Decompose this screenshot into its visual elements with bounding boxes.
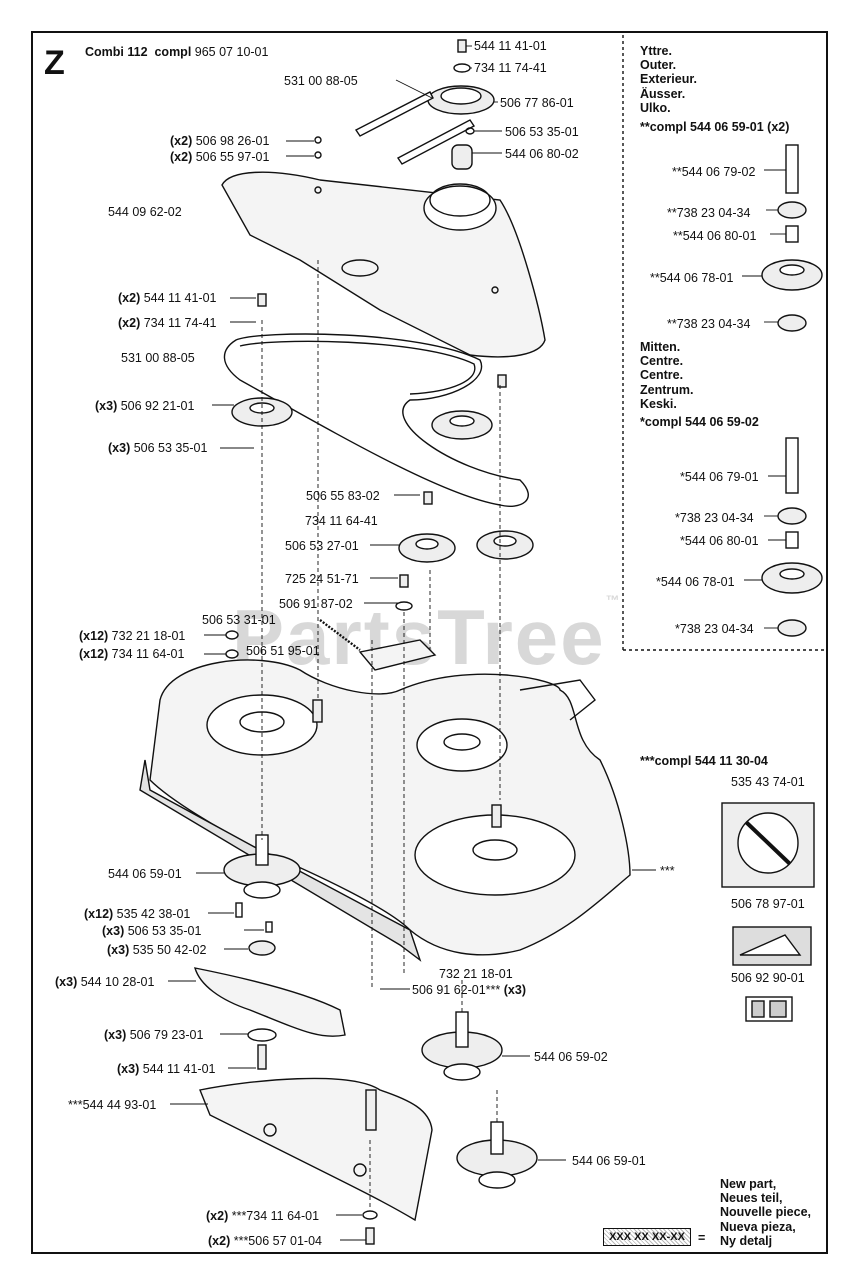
part-label: 531 00 88-05: [121, 351, 195, 365]
part-label: (x3) 506 53 35-01: [108, 441, 208, 455]
new-part-box: XXX XX XX-XX: [603, 1228, 691, 1246]
part-label: (x3) 506 53 35-01: [102, 924, 202, 938]
part-label: 725 24 51-71: [285, 572, 359, 586]
leader-lines: [168, 45, 786, 1241]
tension-bracket: [225, 574, 437, 671]
part-label: (x3) 506 92 21-01: [95, 399, 195, 413]
part-label: 506 77 86-01: [500, 96, 574, 110]
decals: [721, 802, 815, 1022]
part-number: **544 06 80-01: [673, 229, 757, 243]
part-label: (x12) 535 42 38-01: [84, 907, 191, 921]
part-label: (x2) 734 11 74-41: [118, 316, 217, 330]
part-label: 531 00 88-05: [284, 74, 358, 88]
part-label: 544 06 80-02: [505, 147, 579, 161]
part-label: (x3) 535 50 42-02: [107, 943, 207, 957]
section-letter: Z: [44, 44, 65, 82]
part-label: 544 06 59-01: [108, 867, 182, 881]
part-label: ***: [660, 864, 675, 878]
top-pulley: [354, 39, 495, 170]
part-label: (x3) 544 10 28-01: [55, 975, 155, 989]
part-label: (x3) 544 11 41-01: [117, 1062, 216, 1076]
part-number: *544 06 80-01: [680, 534, 759, 548]
part-label: 506 53 35-01: [505, 125, 579, 139]
belt-cover: [221, 136, 546, 358]
part-label: 734 11 64-41: [305, 514, 378, 528]
part-label: 506 55 83-02: [306, 489, 380, 503]
part-label: (x3) 506 79 23-01: [104, 1028, 204, 1042]
model-title: Combi 112 compl 965 07 10-01: [85, 45, 269, 59]
kit-part: 535 43 74-01: [731, 775, 805, 789]
decal-number: 506 78 97-01: [731, 897, 805, 911]
part-number: **544 06 79-02: [672, 165, 756, 179]
part-label: 506 91 87-02: [279, 597, 353, 611]
part-number: **544 06 78-01: [650, 271, 734, 285]
part-label: 506 53 27-01: [285, 539, 359, 553]
part-label: 506 91 62-01*** (x3): [412, 983, 526, 997]
part-label: (x2) ***506 57 01-04: [208, 1234, 322, 1248]
part-number: **738 23 04-34: [667, 317, 751, 331]
outer-names: Yttre.Outer.Exterieur.Äusser.Ulko.: [640, 44, 697, 115]
part-number: *544 06 79-01: [680, 470, 759, 484]
watermark: PartsTree™: [232, 592, 622, 681]
part-label: (x2) 506 55 97-01: [170, 150, 270, 164]
part-label: 734 11 74-41: [474, 61, 547, 75]
part-label: 506 53 31-01: [202, 613, 276, 627]
decal-number: 506 92 90-01: [731, 971, 805, 985]
legend-equals: =: [698, 1231, 706, 1245]
lower-shield: [199, 1077, 433, 1245]
part-label: 544 11 41-01: [474, 39, 547, 53]
part-label: 544 09 62-02: [108, 205, 182, 219]
panel-spindles: [761, 144, 823, 637]
new-part-legend: New part,Neues teil,Nouvelle piece,Nueva…: [720, 1177, 812, 1248]
center-names: Mitten.Centre.Centre.Zentrum.Keski.: [640, 340, 694, 411]
lower-spindles: [421, 1011, 538, 1189]
parts-sheet: [31, 31, 828, 1254]
part-label: 506 51 95-01: [246, 644, 320, 658]
part-number: *738 23 04-34: [675, 622, 754, 636]
part-label: (x2) 544 11 41-01: [118, 291, 217, 305]
part-label: (x2) 506 98 26-01: [170, 134, 270, 148]
mower-deck: [139, 659, 631, 962]
part-number: **738 23 04-34: [667, 206, 751, 220]
part-number: *544 06 78-01: [656, 575, 735, 589]
part-label: 544 06 59-01: [572, 1154, 646, 1168]
part-label: 732 21 18-01: [439, 967, 513, 981]
part-label: ***544 44 93-01: [68, 1098, 157, 1112]
belt: [223, 333, 529, 507]
part-label: 544 06 59-02: [534, 1050, 608, 1064]
part-label: (x12) 732 21 18-01: [79, 629, 186, 643]
center-compl: *compl 544 06 59-02: [640, 415, 759, 429]
part-label: (x2) ***734 11 64-01: [206, 1209, 320, 1223]
outer-compl: **compl 544 06 59-01 (x2): [640, 120, 790, 134]
idler-pulleys: [231, 293, 534, 563]
left-spindle-stack: [194, 834, 346, 1070]
kit-compl: ***compl 544 11 30-04: [640, 754, 768, 768]
part-number: *738 23 04-34: [675, 511, 754, 525]
part-label: (x12) 734 11 64-01: [79, 647, 185, 661]
